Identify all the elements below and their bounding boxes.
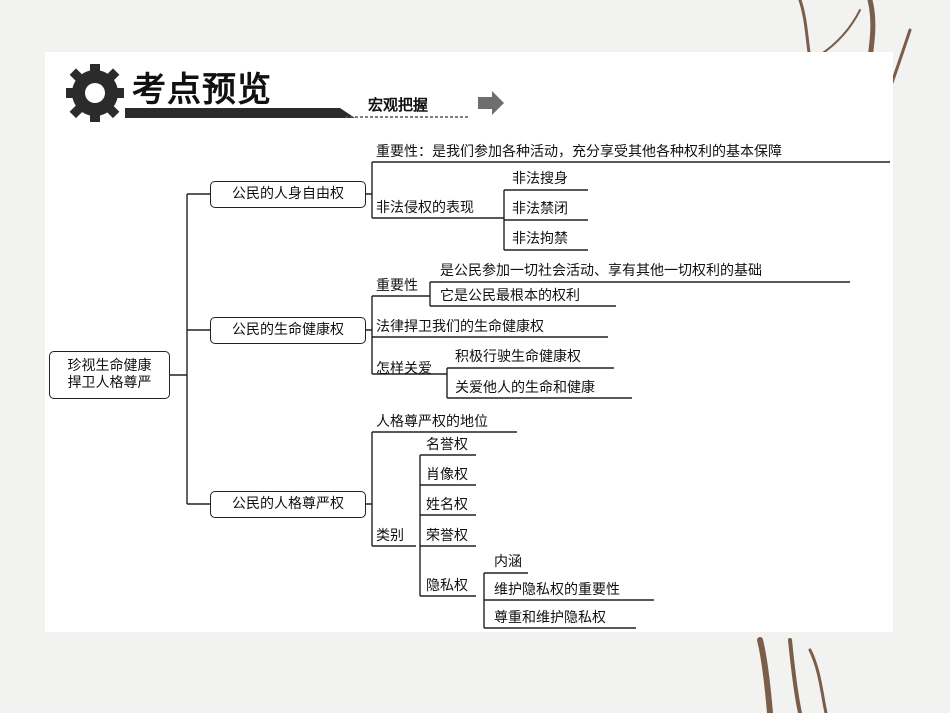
b3-privacy: 隐私权 [426,578,468,594]
b2-importance: 重要性 [376,278,418,294]
header-bar [125,108,355,118]
root-node-line2: 捍卫人格尊严 [67,375,152,391]
b3-type-item: 荣誉权 [426,528,468,544]
b3-privacy-item: 内涵 [494,554,522,570]
b3-status: 人格尊严权的地位 [376,414,488,430]
b3-type-item: 姓名权 [426,497,468,513]
root-node-line1: 珍视生命健康 [67,358,152,374]
root-node: 珍视生命健康 捍卫人格尊严 [49,351,170,399]
b2-importance-item: 是公民参加一切社会活动、享有其他一切权利的基础 [440,263,762,279]
b3-type-item: 名誉权 [426,437,468,453]
b3-privacy-item: 尊重和维护隐私权 [494,610,606,626]
arrow-right-icon [478,91,504,115]
branch-personal-freedom: 公民的人身自由权 [210,181,366,208]
b1-infringement-item: 非法拘禁 [512,231,568,247]
b1-infringement: 非法侵权的表现 [376,200,474,216]
b2-care: 怎样关爱 [376,361,432,377]
b2-care-item: 关爱他人的生命和健康 [455,380,595,396]
branch-life-health: 公民的生命健康权 [210,317,366,344]
b1-importance: 重要性：是我们参加各种活动，充分享受其他各种权利的基本保障 [376,144,782,160]
page-title: 考点预览 [132,70,272,110]
b2-law: 法律捍卫我们的生命健康权 [376,319,544,335]
page-subtitle: 宏观把握 [368,96,429,114]
b2-importance-item: 它是公民最根本的权利 [440,288,580,304]
b1-infringement-item: 非法禁闭 [512,201,568,217]
branch-personal-dignity: 公民的人格尊严权 [210,491,366,518]
b3-privacy-item: 维护隐私权的重要性 [494,582,620,598]
b2-care-item: 积极行驶生命健康权 [455,349,581,365]
b1-infringement-item: 非法搜身 [512,171,568,187]
b3-type-item: 肖像权 [426,467,468,483]
b3-types: 类别 [376,528,404,544]
